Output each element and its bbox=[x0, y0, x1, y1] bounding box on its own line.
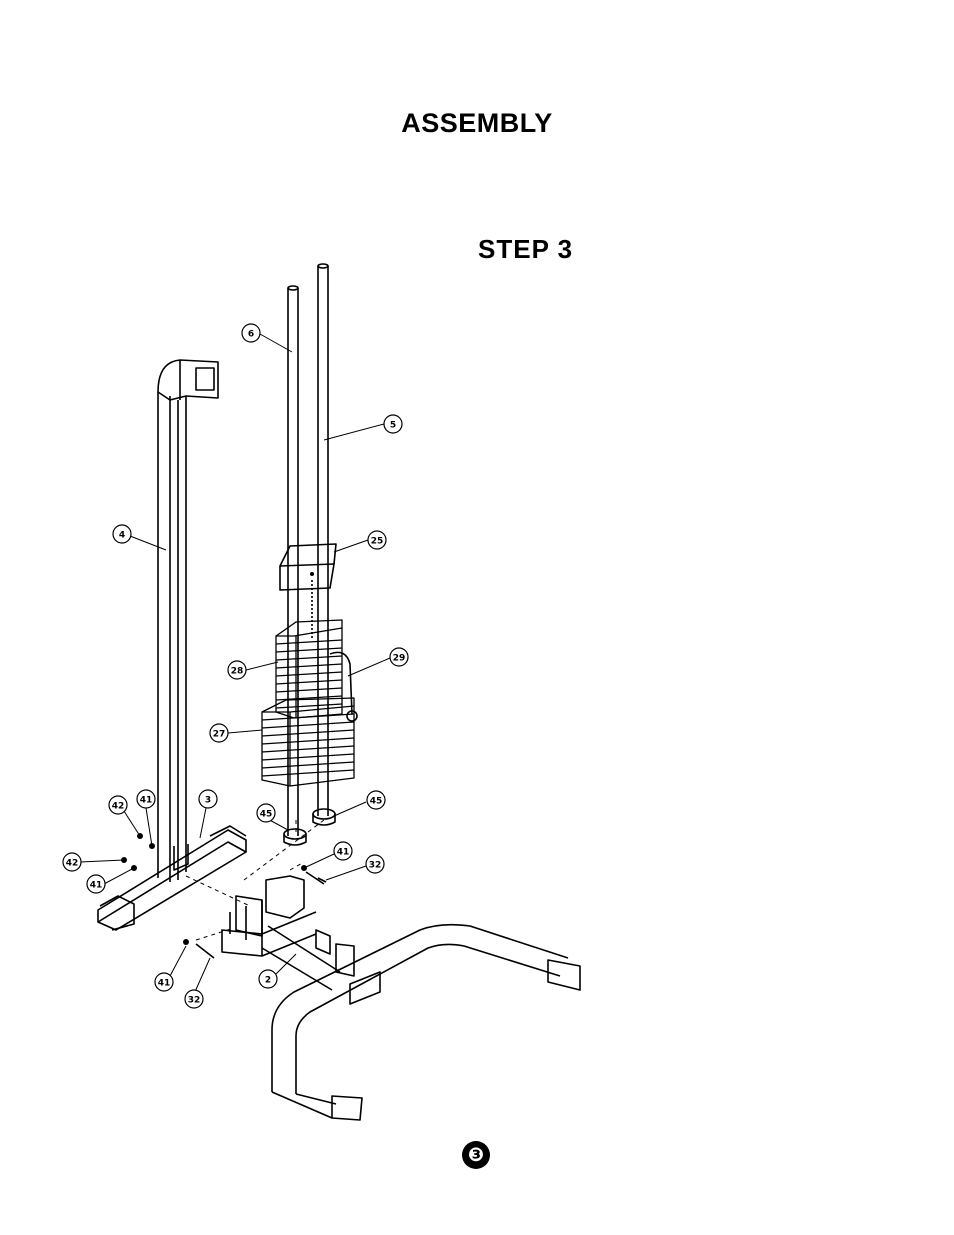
callout-27: 27 bbox=[209, 723, 229, 743]
bolt-right bbox=[305, 871, 327, 885]
callout-3: 3 bbox=[198, 789, 218, 809]
svg-text:29: 29 bbox=[393, 654, 406, 664]
upright-column bbox=[157, 359, 219, 882]
callout-2: 2 bbox=[258, 969, 278, 989]
svg-text:6: 6 bbox=[248, 330, 254, 340]
selector-pin bbox=[329, 651, 358, 722]
callout-28: 28 bbox=[227, 660, 247, 680]
front-base bbox=[271, 923, 581, 1121]
svg-text:41: 41 bbox=[140, 796, 153, 806]
leader-lines bbox=[79, 333, 391, 995]
callout-45-left: 45 bbox=[256, 803, 276, 823]
upper-weight-stack bbox=[275, 619, 343, 719]
bolt-lower bbox=[195, 943, 215, 959]
bumpers bbox=[283, 808, 336, 846]
svg-text:3: 3 bbox=[205, 796, 211, 806]
callout-42-left: 42 bbox=[62, 852, 82, 872]
svg-text:32: 32 bbox=[369, 861, 382, 871]
svg-text:45: 45 bbox=[370, 797, 383, 807]
step-heading: STEP 3 bbox=[478, 234, 574, 264]
callout-41-right: 41 bbox=[333, 841, 353, 861]
center-base bbox=[221, 875, 355, 991]
svg-text:32: 32 bbox=[188, 996, 201, 1006]
callout-32-right: 32 bbox=[365, 854, 385, 874]
page-number: ❸ bbox=[462, 1141, 490, 1169]
svg-text:27: 27 bbox=[213, 730, 226, 740]
callout-41-bottom: 41 bbox=[154, 972, 174, 992]
svg-text:41: 41 bbox=[158, 979, 171, 989]
left-base bbox=[97, 825, 247, 931]
callout-6: 6 bbox=[241, 323, 261, 343]
svg-text:28: 28 bbox=[231, 667, 244, 677]
callout-41-left: 41 bbox=[86, 874, 106, 894]
callout-32-bottom: 32 bbox=[184, 989, 204, 1009]
callout-45-right: 45 bbox=[366, 790, 386, 810]
svg-text:41: 41 bbox=[90, 881, 103, 891]
svg-text:42: 42 bbox=[66, 859, 79, 869]
callout-5: 5 bbox=[383, 414, 403, 434]
callouts: 6 5 4 25 28 29 27 42 41 3 45 45 42 41 41… bbox=[62, 323, 409, 1009]
lower-weight-stack bbox=[261, 697, 355, 787]
page-title: ASSEMBLY bbox=[401, 108, 553, 138]
svg-text:45: 45 bbox=[260, 810, 273, 820]
svg-text:5: 5 bbox=[390, 421, 396, 431]
callout-29: 29 bbox=[389, 647, 409, 667]
svg-text:41: 41 bbox=[337, 848, 350, 858]
callout-4: 4 bbox=[112, 524, 132, 544]
top-plate bbox=[279, 543, 337, 591]
svg-text:42: 42 bbox=[112, 802, 125, 812]
svg-text:25: 25 bbox=[371, 537, 384, 547]
callout-25: 25 bbox=[367, 530, 387, 550]
hardware-dots bbox=[121, 572, 314, 945]
callout-41-top: 41 bbox=[136, 789, 156, 809]
svg-text:4: 4 bbox=[119, 531, 125, 541]
svg-text:2: 2 bbox=[265, 976, 271, 986]
callout-42-top: 42 bbox=[108, 795, 128, 815]
